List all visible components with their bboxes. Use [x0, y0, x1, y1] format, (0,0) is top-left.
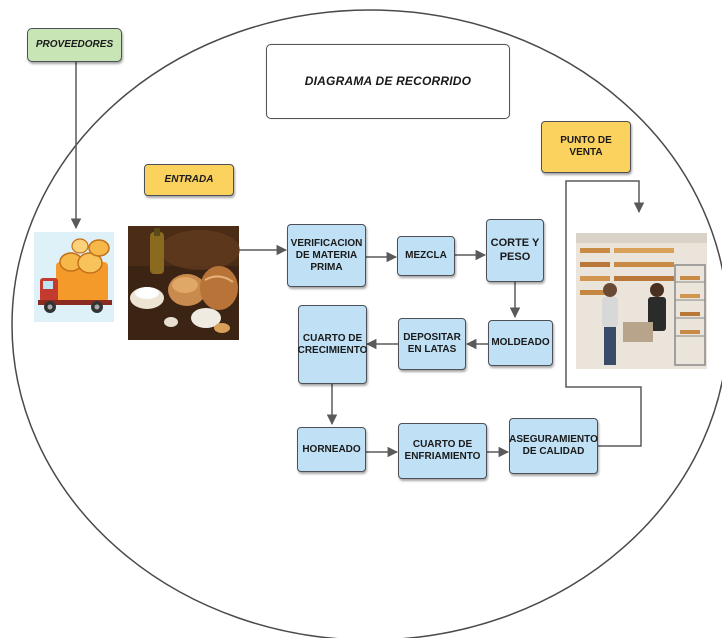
connectors	[70, 62, 645, 458]
connector-calidad-shop	[565, 180, 645, 447]
step-cuarto-de-enfriamiento: CUARTO DE ENFRIAMIENTO	[398, 423, 487, 479]
diagram-title: DIAGRAMA DE RECORRIDO	[266, 44, 510, 119]
step-depositar-en-latas: DEPOSITAR EN LATAS	[398, 318, 466, 370]
tag-entrada: ENTRADA	[144, 164, 234, 196]
step-cuarto-de-crecimiento: CUARTO DE CRECIMIENTO	[298, 305, 367, 384]
bakery-shop-photo	[576, 233, 707, 369]
step-horneado: HORNEADO	[297, 427, 366, 472]
tag-proveedores: PROVEEDORES	[27, 28, 122, 62]
tag-punto-de-venta: PUNTO DE VENTA	[541, 121, 631, 173]
step-corte-y-peso: CORTE Y PESO	[486, 219, 544, 282]
step-moldeado: MOLDEADO	[488, 320, 553, 366]
bakery-ingredients-photo	[128, 226, 240, 340]
delivery-truck-icon	[34, 232, 114, 322]
step-verificacion: VERIFICACION DE MATERIA PRIMA	[287, 224, 366, 287]
step-mezcla: MEZCLA	[397, 236, 455, 276]
boundary-oval	[11, 9, 722, 638]
step-aseguramiento-de-calidad: ASEGURAMIENTO DE CALIDAD	[509, 418, 598, 474]
